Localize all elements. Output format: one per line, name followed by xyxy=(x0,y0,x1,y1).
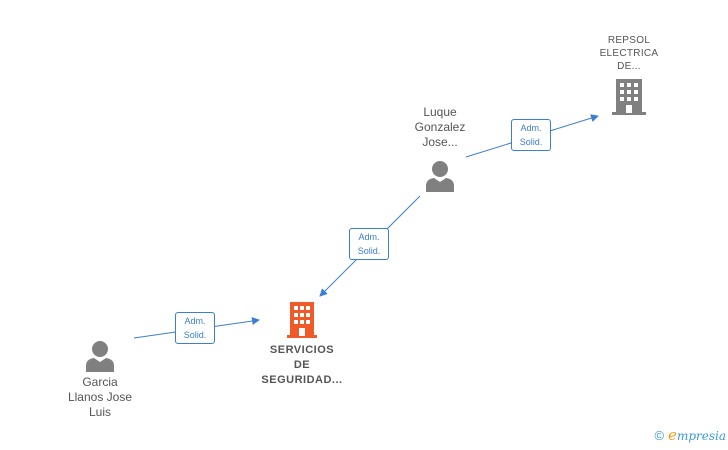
node-repsol-line-2: ELECTRICA xyxy=(599,48,659,59)
node-luque[interactable]: Luque Gonzalez Jose... xyxy=(399,105,481,192)
node-luque-line-2: Gonzalez xyxy=(414,120,466,134)
edge-badge-luque-repsol[interactable]: Adm. Solid. xyxy=(511,119,551,151)
edge-badge-line-1: Adm. xyxy=(520,123,542,133)
edge-badge-luque-servicios[interactable]: Adm. Solid. xyxy=(349,228,389,260)
person-icon xyxy=(426,161,454,192)
node-garcia-line-1: Garcia xyxy=(82,375,118,389)
node-repsol[interactable]: REPSOL ELECTRICA DE... xyxy=(593,34,665,115)
node-garcia-line-3: Luis xyxy=(88,405,111,419)
node-servicios[interactable]: SERVICIOS DE SEGURIDAD... xyxy=(252,302,352,388)
edge-badge-line-2: Solid. xyxy=(183,330,207,340)
node-luque-label: Luque Gonzalez Jose... xyxy=(399,105,481,150)
person-icon xyxy=(86,341,114,372)
edge-badge-garcia-servicios[interactable]: Adm. Solid. xyxy=(175,312,215,344)
edge-badge-line-2: Solid. xyxy=(357,246,381,256)
node-garcia-label: Garcia Llanos Jose Luis xyxy=(56,375,144,420)
node-repsol-line-3: DE... xyxy=(617,61,641,72)
brand-e: e xyxy=(668,426,677,444)
node-servicios-line-2: DE xyxy=(293,359,311,371)
node-luque-line-3: Jose... xyxy=(422,135,458,149)
node-servicios-line-1: SERVICIOS xyxy=(269,344,335,356)
node-servicios-line-3: SEGURIDAD... xyxy=(261,374,343,386)
copyright-icon: © xyxy=(654,428,665,443)
edge-badge-line-1: Adm. xyxy=(184,316,206,326)
building-icon xyxy=(612,79,646,115)
node-repsol-label: REPSOL ELECTRICA DE... xyxy=(593,34,665,73)
node-luque-line-1: Luque xyxy=(423,105,457,119)
node-garcia-line-2: Llanos Jose xyxy=(67,390,133,404)
node-servicios-label: SERVICIOS DE SEGURIDAD... xyxy=(252,343,352,388)
empresia-logo: ©empresia xyxy=(654,426,726,444)
building-icon xyxy=(287,302,317,338)
node-garcia[interactable]: Garcia Llanos Jose Luis xyxy=(56,340,144,420)
brand-name: mpresia xyxy=(676,429,726,443)
edge-badge-line-2: Solid. xyxy=(519,137,543,147)
node-repsol-line-1: REPSOL xyxy=(607,35,651,46)
edge-badge-line-1: Adm. xyxy=(358,232,380,242)
